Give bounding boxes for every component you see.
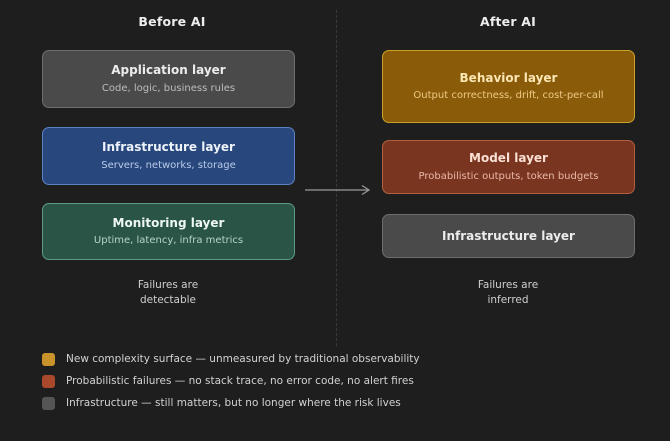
column-divider bbox=[336, 10, 337, 346]
legend-label: Probabilistic failures — no stack trace,… bbox=[66, 375, 414, 387]
layer-subtitle: Uptime, latency, infra metrics bbox=[93, 235, 244, 247]
column-title-after: After AI bbox=[479, 14, 536, 29]
layer-title: Application layer bbox=[111, 63, 226, 78]
layer-title: Model layer bbox=[469, 151, 548, 166]
layer-subtitle: Servers, networks, storage bbox=[101, 159, 236, 171]
legend-item: Probabilistic failures — no stack trace,… bbox=[42, 370, 642, 392]
legend-swatch-icon bbox=[42, 374, 55, 388]
legend-label: New complexity surface — unmeasured by t… bbox=[66, 353, 420, 365]
layer-box-model[interactable]: Model layer Probabilistic outputs, token… bbox=[382, 140, 635, 194]
caption-after: Failures are inferred bbox=[358, 278, 658, 308]
layer-subtitle: Probabilistic outputs, token budgets bbox=[418, 170, 599, 182]
layer-title: Infrastructure layer bbox=[102, 140, 235, 155]
transition-arrow bbox=[305, 182, 377, 196]
layer-title: Monitoring layer bbox=[112, 215, 225, 230]
legend-item: Infrastructure — still matters, but no l… bbox=[42, 392, 642, 414]
layer-box-behavior[interactable]: Behavior layer Output correctness, drift… bbox=[382, 50, 635, 123]
layer-title: Infrastructure layer bbox=[442, 228, 575, 243]
layer-subtitle: Output correctness, drift, cost-per-call bbox=[413, 90, 604, 102]
legend-item: New complexity surface — unmeasured by t… bbox=[42, 348, 642, 370]
caption-line: Failures are bbox=[137, 279, 199, 291]
caption-line: inferred bbox=[487, 294, 529, 307]
layer-box-infrastructure-after[interactable]: Infrastructure layer bbox=[382, 214, 635, 258]
layer-box-application[interactable]: Application layer Code, logic, business … bbox=[42, 50, 295, 108]
legend: New complexity surface — unmeasured by t… bbox=[42, 348, 642, 414]
caption-line: Failures are bbox=[477, 279, 539, 291]
layer-title: Behavior layer bbox=[459, 70, 558, 85]
legend-label: Infrastructure — still matters, but no l… bbox=[66, 397, 401, 409]
right-arrow-icon bbox=[305, 184, 371, 196]
layer-box-infrastructure-before[interactable]: Infrastructure layer Servers, networks, … bbox=[42, 127, 295, 185]
caption-before: Failures are detectable bbox=[18, 278, 318, 308]
layer-subtitle: Code, logic, business rules bbox=[101, 82, 236, 94]
layer-box-monitoring[interactable]: Monitoring layer Uptime, latency, infra … bbox=[42, 203, 295, 260]
caption-line: detectable bbox=[139, 294, 197, 307]
legend-swatch-icon bbox=[42, 352, 55, 366]
column-title-before: Before AI bbox=[138, 14, 206, 29]
legend-swatch-icon bbox=[42, 396, 55, 410]
